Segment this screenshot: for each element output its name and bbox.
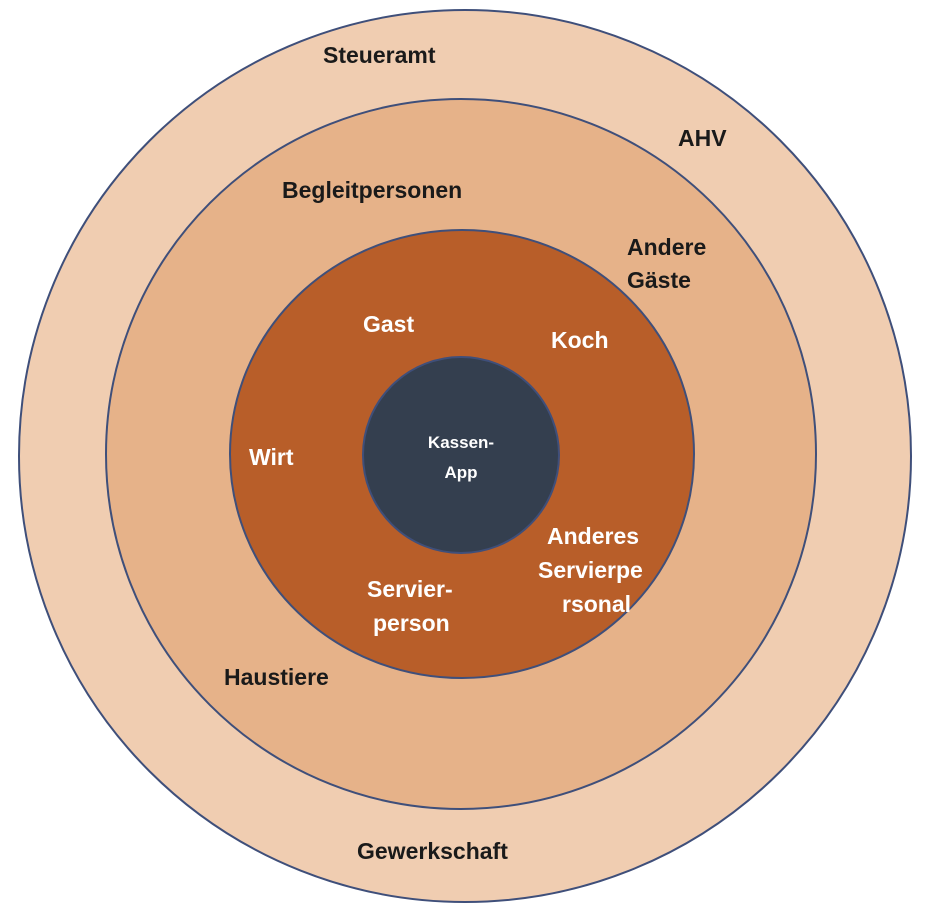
label-anderes-line2: Servierpe	[538, 557, 643, 583]
label-servierperson-line2: person	[373, 610, 450, 636]
label-andere-gaeste-line2: Gäste	[627, 267, 691, 293]
label-gewerkschaft: Gewerkschaft	[357, 838, 508, 864]
label-anderes-line3: rsonal	[562, 591, 632, 617]
label-koch: Koch	[551, 327, 609, 353]
label-begleitpersonen: Begleitpersonen	[282, 177, 463, 203]
label-servierperson-line1: Servier-	[367, 576, 453, 602]
label-gast: Gast	[363, 311, 415, 337]
label-andere-gaeste-line1: Andere	[627, 234, 707, 260]
label-steueramt: Steueramt	[323, 42, 436, 68]
label-haustiere: Haustiere	[224, 664, 329, 690]
label-wirt: Wirt	[249, 444, 294, 470]
label-anderes-line1: Anderes	[547, 523, 640, 549]
label-kassen-app-line1: Kassen-	[427, 433, 495, 452]
label-kassen-app-line2: App	[444, 463, 478, 482]
label-ahv: AHV	[678, 125, 727, 151]
ring-core	[362, 356, 560, 554]
